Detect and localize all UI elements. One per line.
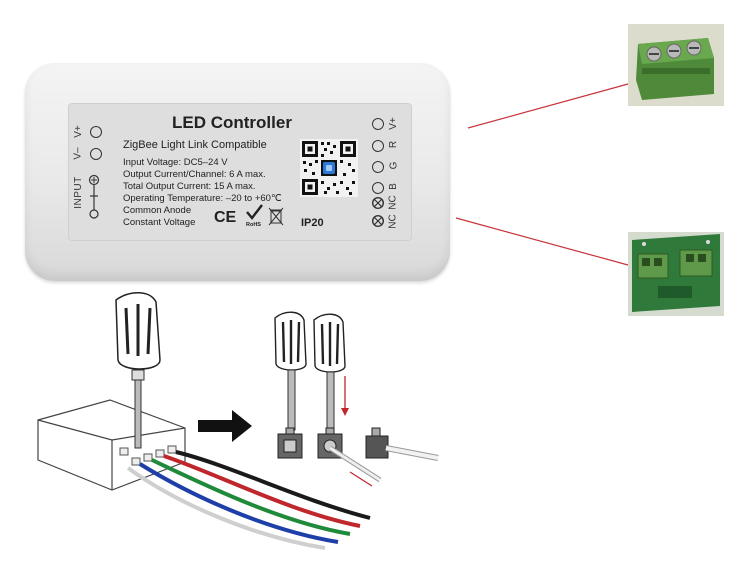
output-terminal-b xyxy=(372,182,384,194)
screwdriver-icon xyxy=(115,292,161,449)
input-terminal-vminus xyxy=(90,148,102,160)
output-terminal-nc1 xyxy=(372,197,384,209)
rohs-check-icon xyxy=(246,204,263,220)
label-title: LED Controller xyxy=(172,113,292,132)
terminal-block-icon xyxy=(277,427,303,459)
spec-total-current: Total Output Current: 15 A max. xyxy=(123,181,256,192)
screwdriver-icon xyxy=(274,311,307,431)
pcb-terminal-photo xyxy=(628,232,724,316)
rohs-label: RoHS xyxy=(246,222,261,228)
qr-code-icon xyxy=(300,139,358,197)
spec-input-voltage: Input Voltage: DC5–24 V xyxy=(123,157,228,168)
weee-bin-icon xyxy=(268,207,284,226)
output-terminal-g xyxy=(372,161,384,173)
output-terminal-nc2 xyxy=(372,215,384,227)
terminal-block-icon xyxy=(317,427,382,483)
terminal-block-icon xyxy=(365,427,439,461)
spec-operating-temperature: Operating Temperature: –20 to +60℃ xyxy=(123,193,282,204)
screwdriver-icon xyxy=(313,313,346,433)
arrow-right-icon xyxy=(198,410,252,442)
ip-rating: IP20 xyxy=(301,217,324,229)
ce-mark-icon: CE xyxy=(214,209,237,226)
screw-terminal-photo xyxy=(628,24,724,106)
wiring-diagram xyxy=(37,292,439,550)
input-terminal-vplus xyxy=(90,126,102,138)
spec-common-anode: Common Anode xyxy=(123,205,192,216)
spec-output-current: Output Current/Channel: 6 A max. xyxy=(123,169,266,180)
label-subtitle: ZigBee Light Link Compatible xyxy=(123,139,267,151)
dc-jack-symbol-icon xyxy=(88,174,100,219)
output-terminal-r xyxy=(372,140,384,152)
spec-constant-voltage: Constant Voltage xyxy=(123,217,196,228)
output-terminal-vplus xyxy=(372,118,384,130)
